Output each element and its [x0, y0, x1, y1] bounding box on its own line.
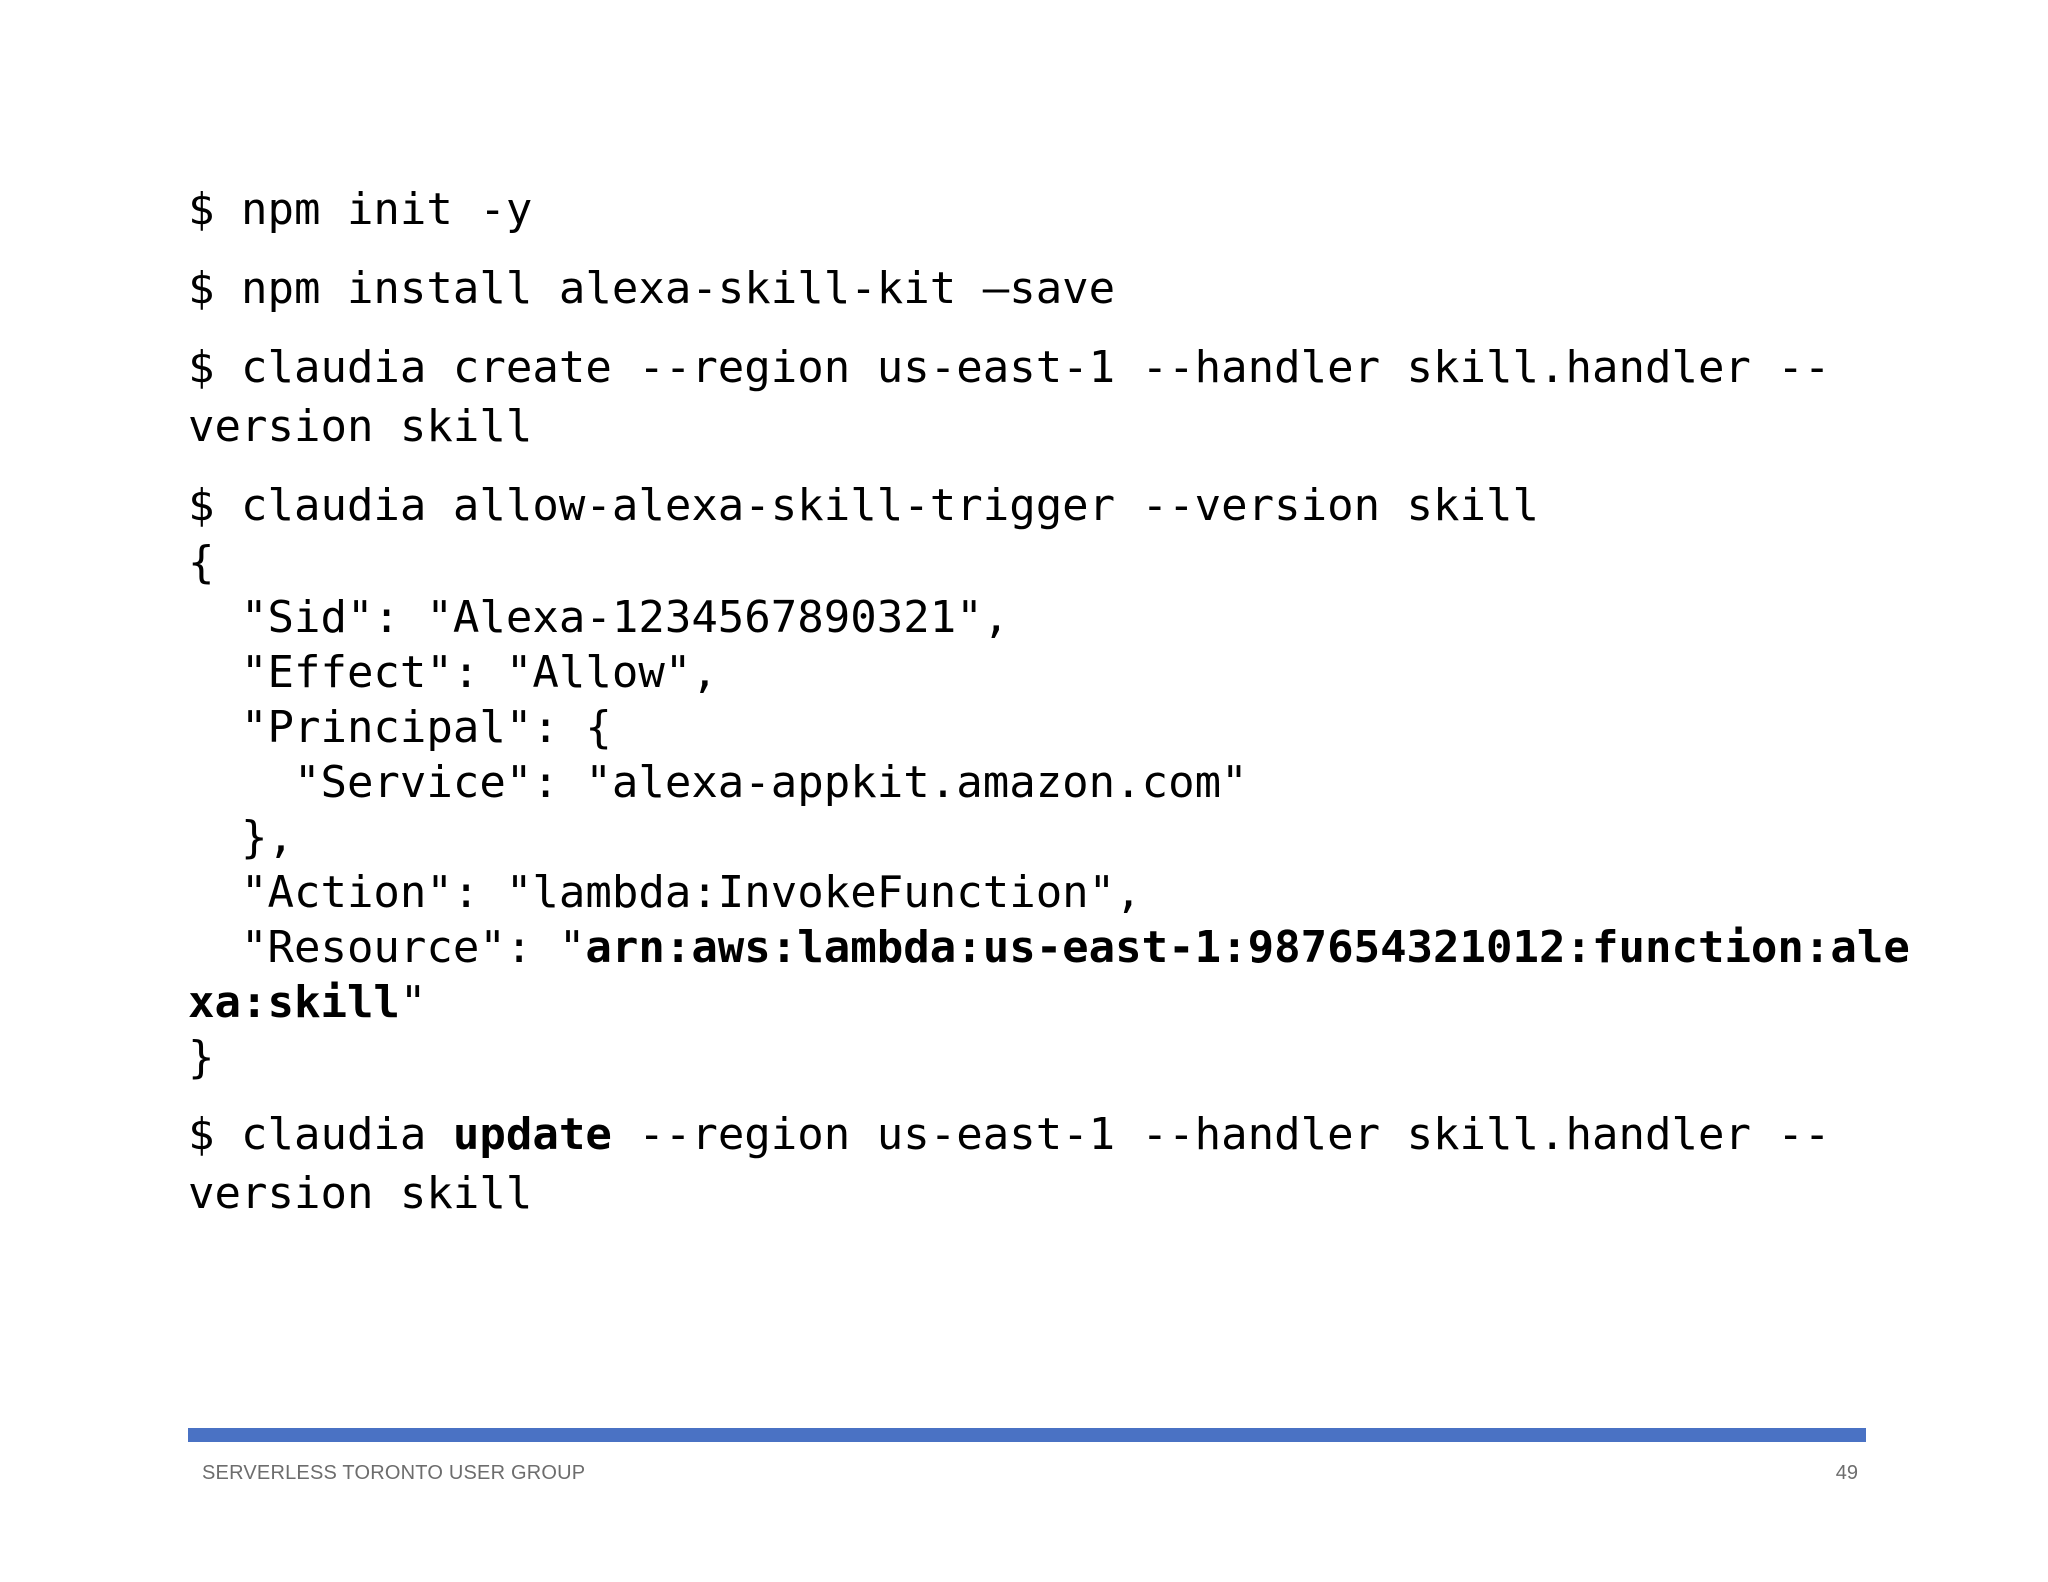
json-resource-line-2: xa:skill" — [188, 975, 1888, 1030]
update-suffix: --region us-east-1 --handler skill.handl… — [611, 1109, 1831, 1160]
claudia-create-line-2: version skill — [188, 401, 533, 452]
json-close-brace: } — [188, 1032, 215, 1083]
page-number: 49 — [1835, 1462, 1858, 1484]
json-resource-arn-part-1: arn:aws:lambda:us-east-1:987654321012:fu… — [585, 922, 1910, 973]
json-resource-arn-part-2: xa:skill — [188, 977, 400, 1028]
claudia-update-line-2: version skill — [188, 1168, 533, 1219]
json-effect: "Effect": "Allow", — [188, 647, 718, 698]
json-principal-close: }, — [188, 812, 294, 863]
json-open-brace: { — [188, 537, 215, 588]
claudia-update-line-1: $ claudia update --region us-east-1 --ha… — [188, 1105, 1888, 1164]
json-sid: "Sid": "Alexa-1234567890321", — [188, 592, 1010, 643]
npm-install-command: $ npm install alexa-skill-kit –save — [188, 263, 1116, 314]
update-prefix: $ claudia — [188, 1109, 453, 1160]
json-action: "Action": "lambda:InvokeFunction", — [188, 867, 1142, 918]
json-service: "Service": "alexa-appkit.amazon.com" — [188, 757, 1248, 808]
claudia-allow-command: $ claudia allow-alexa-skill-trigger --ve… — [188, 480, 1540, 531]
json-resource-suffix: " — [399, 977, 427, 1028]
claudia-allow-section: $ claudia allow-alexa-skill-trigger --ve… — [188, 476, 1910, 1085]
footer-organization: SERVERLESS TORONTO USER GROUP — [202, 1462, 586, 1484]
update-keyword: update — [452, 1109, 612, 1160]
npm-init-command: $ npm init -y — [188, 184, 533, 235]
code-area: $ npm init -y $ npm install alexa-skill-… — [188, 180, 1910, 1243]
json-principal-open: "Principal": { — [188, 702, 612, 753]
claudia-create-command: $ claudia create --region us-east-1 --ha… — [188, 338, 1888, 456]
claudia-update-command: $ claudia update --region us-east-1 --ha… — [188, 1105, 1888, 1223]
claudia-create-line-1: $ claudia create --region us-east-1 --ha… — [188, 342, 1831, 393]
footer-divider-bar — [188, 1428, 1866, 1442]
json-resource-prefix: "Resource": " — [188, 922, 586, 973]
json-resource-line-1: "Resource": "arn:aws:lambda:us-east-1:98… — [188, 920, 1910, 975]
